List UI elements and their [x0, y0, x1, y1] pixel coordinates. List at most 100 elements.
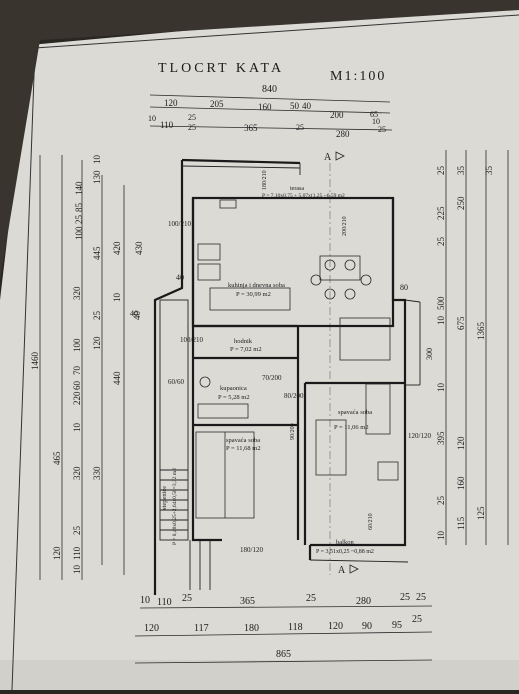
dim: 365: [244, 123, 258, 133]
dim: 280: [336, 129, 350, 139]
dim: 100: [72, 338, 82, 352]
room-area: P = 8,40x0,25+2,64x0,50=3,32 m2: [172, 468, 178, 545]
room-area: P = 7,02 m2: [230, 346, 262, 353]
dim: 1365: [476, 322, 486, 341]
room-area: P = 30,99 m2: [236, 291, 271, 298]
dim: 25: [188, 123, 196, 132]
dim: 10: [72, 565, 82, 575]
room-area: P = 7,10x0,75 + 5,07x(1,25 ~6,59 m2: [262, 192, 345, 199]
dim: 118: [288, 622, 303, 633]
opening-dim: 60/60: [168, 378, 184, 386]
opening-dim: 40: [176, 273, 184, 282]
right-dimensions: [445, 150, 509, 545]
opening-dim: 300: [425, 348, 434, 360]
dim: 25: [436, 237, 446, 247]
dim: 100: [74, 226, 84, 240]
dim: 110: [160, 120, 174, 130]
furniture: [195, 199, 399, 519]
opening-dim: 80: [400, 283, 408, 292]
dim: 420: [112, 241, 122, 255]
room-name: spavaća soba: [338, 409, 372, 416]
dim: 25: [72, 526, 82, 536]
dim: 110: [72, 546, 82, 560]
dim: 225: [436, 206, 446, 220]
section-mark-bottom: A: [338, 564, 359, 576]
dim: 200: [330, 110, 344, 120]
dim: 445: [92, 246, 102, 260]
dim: 115: [456, 516, 466, 530]
dim: 430: [134, 241, 144, 255]
dim: 125: [476, 506, 486, 520]
opening-dim: 90/200: [290, 423, 296, 440]
room-name: kupaonica: [220, 385, 247, 392]
opening-labels: 180/210 100/210 200/210 40 80 100/210 70…: [130, 170, 434, 554]
room-area: P = 3,51x0,25 ~0,88 m2: [316, 549, 374, 555]
dim: 60: [72, 381, 82, 391]
dim: 130: [92, 170, 102, 184]
dim: 35: [456, 166, 466, 176]
dim: 10: [140, 595, 150, 606]
dim: 220: [72, 391, 82, 405]
dim: 440: [112, 371, 122, 385]
dim: 320: [72, 286, 82, 300]
dim: 25: [188, 113, 196, 122]
plan-title: TLOCRT KATA: [158, 61, 284, 76]
dim: 117: [194, 623, 209, 634]
room-area: P = 11,06 m2: [334, 424, 369, 431]
plan-scale: M1:100: [330, 69, 386, 84]
dim: 50: [290, 101, 300, 111]
dim: 120: [328, 621, 343, 632]
dim: 110: [157, 597, 172, 608]
dim: 40: [302, 101, 312, 111]
dim: 25: [306, 593, 316, 604]
dim: 1460: [30, 352, 40, 371]
border-line: [11, 47, 36, 691]
dim: 500: [436, 296, 446, 310]
dim: 205: [210, 99, 224, 109]
dim: 160: [456, 476, 466, 490]
dim: 120: [52, 546, 62, 560]
dim: 120: [164, 98, 178, 108]
opening-dim: 70/200: [262, 374, 282, 382]
dim: 25: [416, 592, 426, 603]
shadow: [0, 0, 519, 280]
dim: 25: [74, 215, 84, 225]
room-area: P = 11,68 m2: [226, 445, 261, 452]
dim: 35: [484, 166, 494, 176]
dim: 180: [244, 623, 259, 634]
room-area: P = 5,28 m2: [218, 394, 250, 401]
dim: 395: [436, 431, 446, 445]
dim: 70: [72, 366, 82, 376]
dim-total-top: 840: [262, 84, 277, 95]
opening-dim: 100/210: [180, 336, 203, 344]
dim: 10: [148, 114, 156, 123]
dim: 65: [370, 110, 378, 119]
dim: 25: [400, 592, 410, 603]
dim-total-bottom: 865: [276, 649, 291, 660]
dim: 25: [92, 311, 102, 321]
dim: 10: [436, 531, 446, 541]
building-outline: [153, 158, 421, 595]
room-name: spavaća soba: [226, 437, 260, 444]
dim: 140: [74, 181, 84, 195]
dim: 25: [436, 166, 446, 176]
dim: 95: [392, 620, 402, 631]
dim: 85: [74, 203, 84, 213]
section-mark-top: A: [324, 151, 345, 575]
dim: 675: [456, 316, 466, 330]
dim: 25: [436, 496, 446, 506]
dim: 10: [436, 316, 446, 326]
room-name: balkon: [336, 539, 354, 546]
dim: 10: [92, 155, 102, 165]
opening-dim: 80/200: [284, 392, 304, 400]
opening-dim: 180/120: [240, 546, 263, 554]
left-dim-labels: 140 85 25 130 10 100 320 445 420 430 146…: [30, 155, 144, 575]
room-name: stepenice: [161, 486, 168, 510]
dim: 90: [362, 621, 372, 632]
room-name: terasa: [290, 186, 304, 192]
dim: 10: [72, 423, 82, 433]
dim: 40: [132, 311, 142, 321]
